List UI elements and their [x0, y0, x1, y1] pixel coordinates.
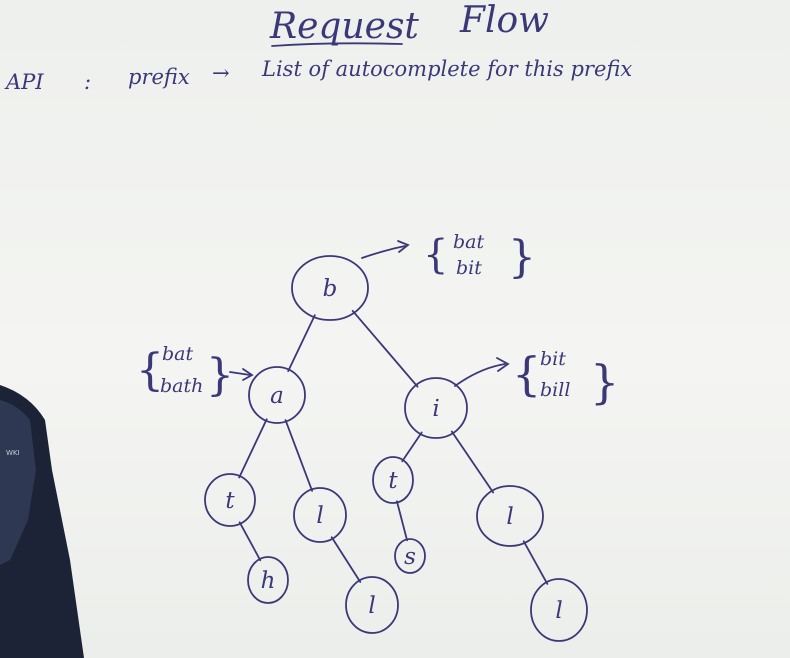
trie-node-ill: l: [530, 578, 588, 642]
arrowhead-i: [496, 357, 510, 372]
trie-node-label: h: [261, 568, 276, 594]
api-arrow: →: [212, 61, 230, 85]
trie-node-i: i: [404, 377, 468, 439]
trie-node-its: s: [394, 538, 426, 574]
trie-node-il: l: [476, 485, 544, 547]
api-colon: :: [84, 70, 91, 94]
trie-edge-at-ath: [238, 521, 262, 562]
trie-node-circle: [372, 456, 414, 504]
trie-edge-b-i: [351, 309, 419, 388]
presenter-silhouette: WKI: [0, 385, 84, 658]
arrowhead-a: [242, 368, 254, 381]
trie-node-at: t: [204, 473, 256, 527]
trie-node-a: a: [248, 366, 306, 424]
trie-node-label: i: [432, 396, 439, 422]
trie-node-it: t: [372, 456, 414, 504]
candidates-b: { bat bit }: [361, 231, 536, 283]
candidate-i-1: bit: [540, 348, 566, 370]
api-output: List of autocomplete for this prefix: [261, 57, 632, 81]
trie-edge-al-all: [330, 536, 362, 583]
candidate-i-2: bill: [540, 379, 570, 401]
trie-node-circle: [476, 485, 544, 547]
trie-node-label: b: [323, 276, 338, 302]
trie-edge-it-its: [396, 500, 408, 542]
trie-node-label: a: [270, 383, 284, 409]
brace-right-b: }: [508, 232, 536, 283]
trie-edge-b-a: [287, 314, 316, 373]
api-label: API: [4, 70, 44, 94]
trie-node-circle: [247, 556, 289, 604]
title-flow: Flow: [459, 0, 549, 41]
trie-node-label: l: [506, 504, 513, 530]
presenter-badge: WKI: [6, 449, 20, 457]
trie-node-label: l: [316, 503, 323, 529]
brace-left-i: {: [512, 347, 541, 401]
title-request: Request: [269, 6, 419, 47]
brace-right-i: }: [590, 355, 619, 409]
trie-node-circle: [345, 576, 399, 634]
trie-node-circle: [394, 538, 426, 574]
trie-edge-a-al: [284, 419, 314, 492]
trie-node-al: l: [293, 487, 347, 543]
trie-edge-i-it: [401, 431, 423, 463]
trie-node-circle: [204, 473, 256, 527]
arrowhead-b: [397, 240, 410, 253]
trie-node-circle: [530, 578, 588, 642]
title-underline: [271, 42, 403, 47]
trie-node-label: s: [404, 544, 416, 570]
trie-node-label: t: [225, 488, 235, 514]
candidates-i: { bit bill }: [454, 347, 619, 409]
candidate-b-1: bat: [453, 231, 484, 253]
brace-left-b: {: [423, 232, 448, 278]
presenter-jacket-panel: [0, 400, 36, 565]
candidate-a-1: bat: [162, 343, 193, 365]
trie-node-label: t: [388, 468, 398, 494]
trie-edges: [238, 309, 549, 585]
trie-nodes: b a i t l h l t s l l: [204, 255, 588, 642]
brace-right-a: }: [206, 350, 234, 401]
brace-left-a: {: [136, 345, 164, 396]
trie-edge-i-il: [450, 430, 495, 494]
trie-node-b: b: [291, 255, 369, 321]
arrow-i-candidates: [454, 363, 506, 387]
trie-node-circle: [293, 487, 347, 543]
trie-node-all: l: [345, 576, 399, 634]
candidate-a-2: bath: [160, 375, 203, 397]
api-input: prefix: [128, 65, 190, 89]
trie-node-label: l: [368, 593, 375, 619]
candidates-a: { bat bath }: [136, 343, 254, 401]
trie-node-label: l: [555, 598, 562, 624]
trie-node-ath: h: [247, 556, 289, 604]
arrow-b-candidates: [361, 245, 406, 259]
trie-node-circle: [291, 255, 369, 321]
candidate-b-2: bit: [456, 257, 482, 279]
trie-edge-il-ill: [522, 540, 549, 585]
trie-node-circle: [248, 366, 306, 424]
trie-node-circle: [404, 377, 468, 439]
arrow-a-candidates: [229, 371, 251, 376]
trie-edge-a-at: [238, 418, 268, 479]
